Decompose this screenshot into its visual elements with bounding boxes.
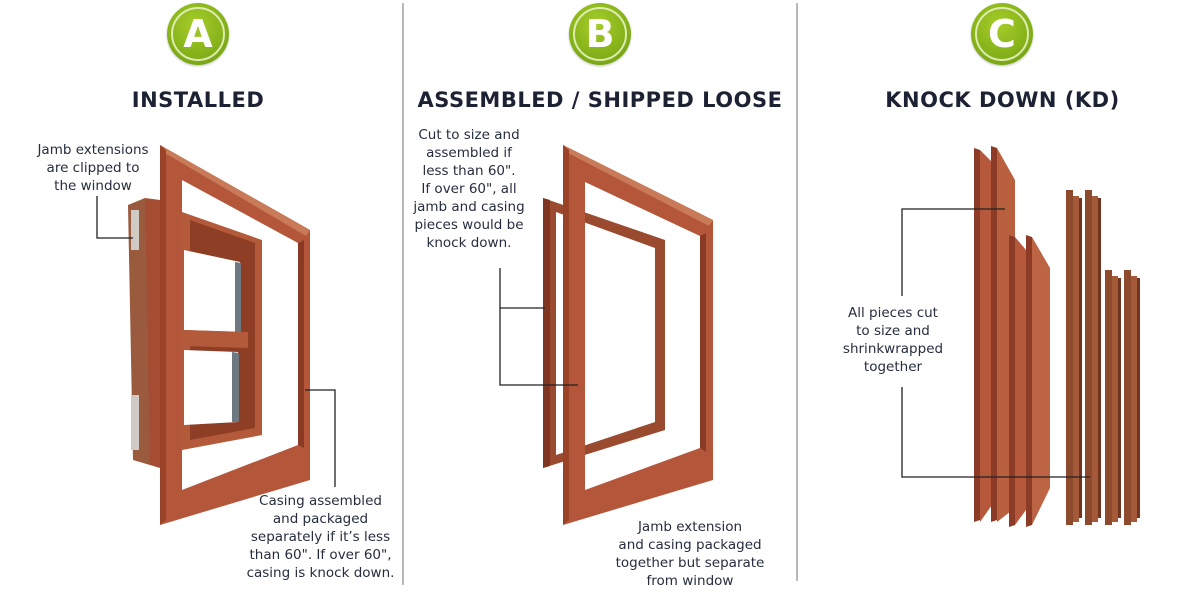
section-title: KNOCK DOWN (KD) — [885, 88, 1120, 112]
callout-jamb-extension-packaged: Jamb extension and casing packaged toget… — [615, 519, 765, 589]
badge-a-icon: A — [167, 3, 229, 65]
badge-c-icon: C — [971, 3, 1033, 65]
badge-letter: C — [988, 12, 1016, 56]
badge-letter: A — [183, 12, 213, 56]
section-divider-2 — [796, 3, 798, 581]
installed-window-illustration — [96, 145, 336, 525]
section-title: ASSEMBLED / SHIPPED LOOSE — [417, 88, 783, 112]
callout-all-pieces: All pieces cut to size and shrinkwrapped… — [842, 305, 944, 375]
callout-cut-to-size: Cut to size and assembled if less than 6… — [413, 127, 525, 251]
callout-casing-assembled: Casing assembled and packaged separately… — [246, 493, 395, 581]
badge-letter: B — [585, 12, 615, 56]
callout-jamb-extensions: Jamb extensions are clipped to the windo… — [37, 142, 149, 194]
section-title: INSTALLED — [131, 88, 265, 112]
section-divider-1 — [402, 3, 404, 585]
badge-b-icon: B — [569, 3, 631, 65]
